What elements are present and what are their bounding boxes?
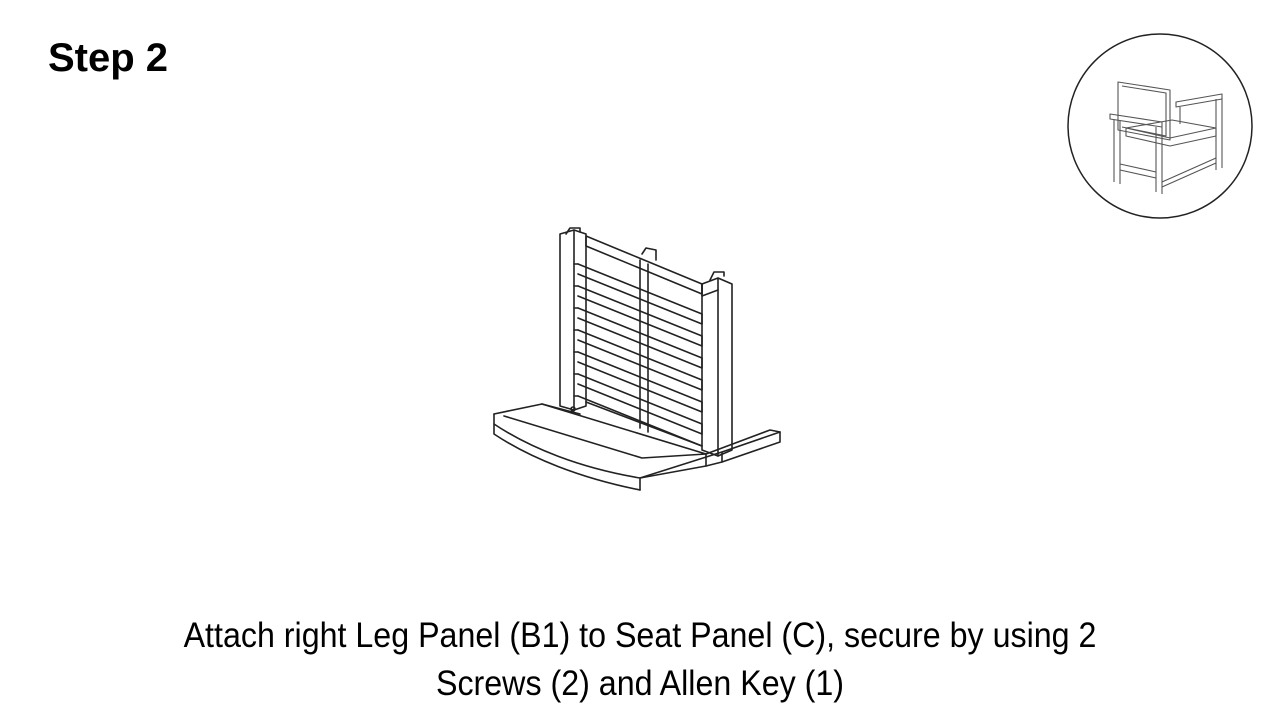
step-title: Step 2 — [48, 36, 169, 80]
leg-panel-slats — [573, 263, 703, 447]
instruction-line-1: Attach right Leg Panel (B1) to Seat Pane… — [183, 616, 1097, 655]
instruction-text: Attach right Leg Panel (B1) to Seat Pane… — [88, 612, 1192, 708]
instruction-line-2: Screws (2) and Allen Key (1) — [435, 664, 845, 703]
chair-thumbnail-icon — [1067, 33, 1253, 219]
assembly-illustration — [493, 227, 781, 491]
leg-post-left — [559, 227, 587, 411]
seat-rail-right — [639, 429, 781, 479]
seat-rail-left — [493, 403, 707, 491]
top-rail — [585, 235, 703, 295]
center-brace — [639, 259, 649, 433]
leg-post-right — [701, 271, 733, 457]
